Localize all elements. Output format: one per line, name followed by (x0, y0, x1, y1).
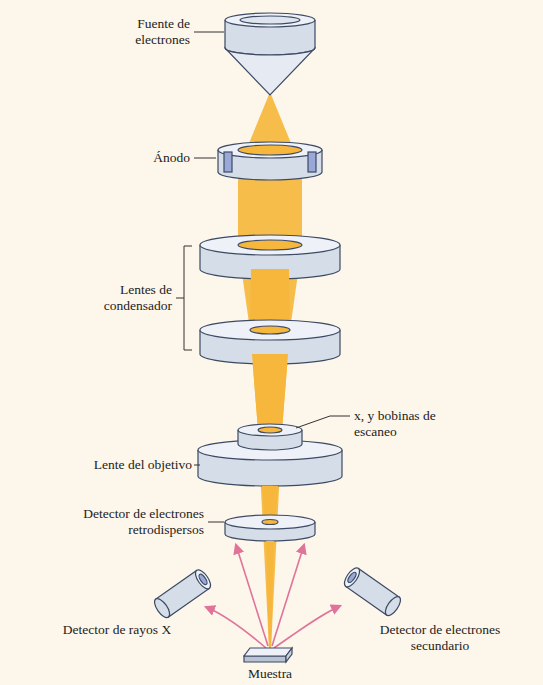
secondary-detector (342, 566, 404, 618)
anode-label: Ánodo (110, 150, 190, 166)
scan-coils (238, 424, 302, 450)
signal-arrows (206, 545, 340, 648)
electron-source (225, 13, 315, 95)
source-label: Fuente de electrones (88, 16, 190, 47)
condenser-label: Lentes de condensador (60, 282, 172, 313)
se-detector-label: Detector de electrones secundario (350, 622, 530, 653)
sample-label: Muestra (225, 666, 315, 682)
bse-detector-label: Detector de electrones retrodispersos (52, 506, 204, 537)
xray-detector (152, 568, 214, 620)
backscatter-detector (225, 515, 315, 541)
leader-lines (176, 32, 350, 522)
anode (218, 142, 322, 180)
scan-coil-label: x, y bobinas de escaneo (354, 408, 474, 439)
xray-detector-label: Detector de rayos X (62, 622, 172, 638)
sample (244, 648, 292, 662)
objective-label: Lente del objetivo (40, 457, 192, 473)
